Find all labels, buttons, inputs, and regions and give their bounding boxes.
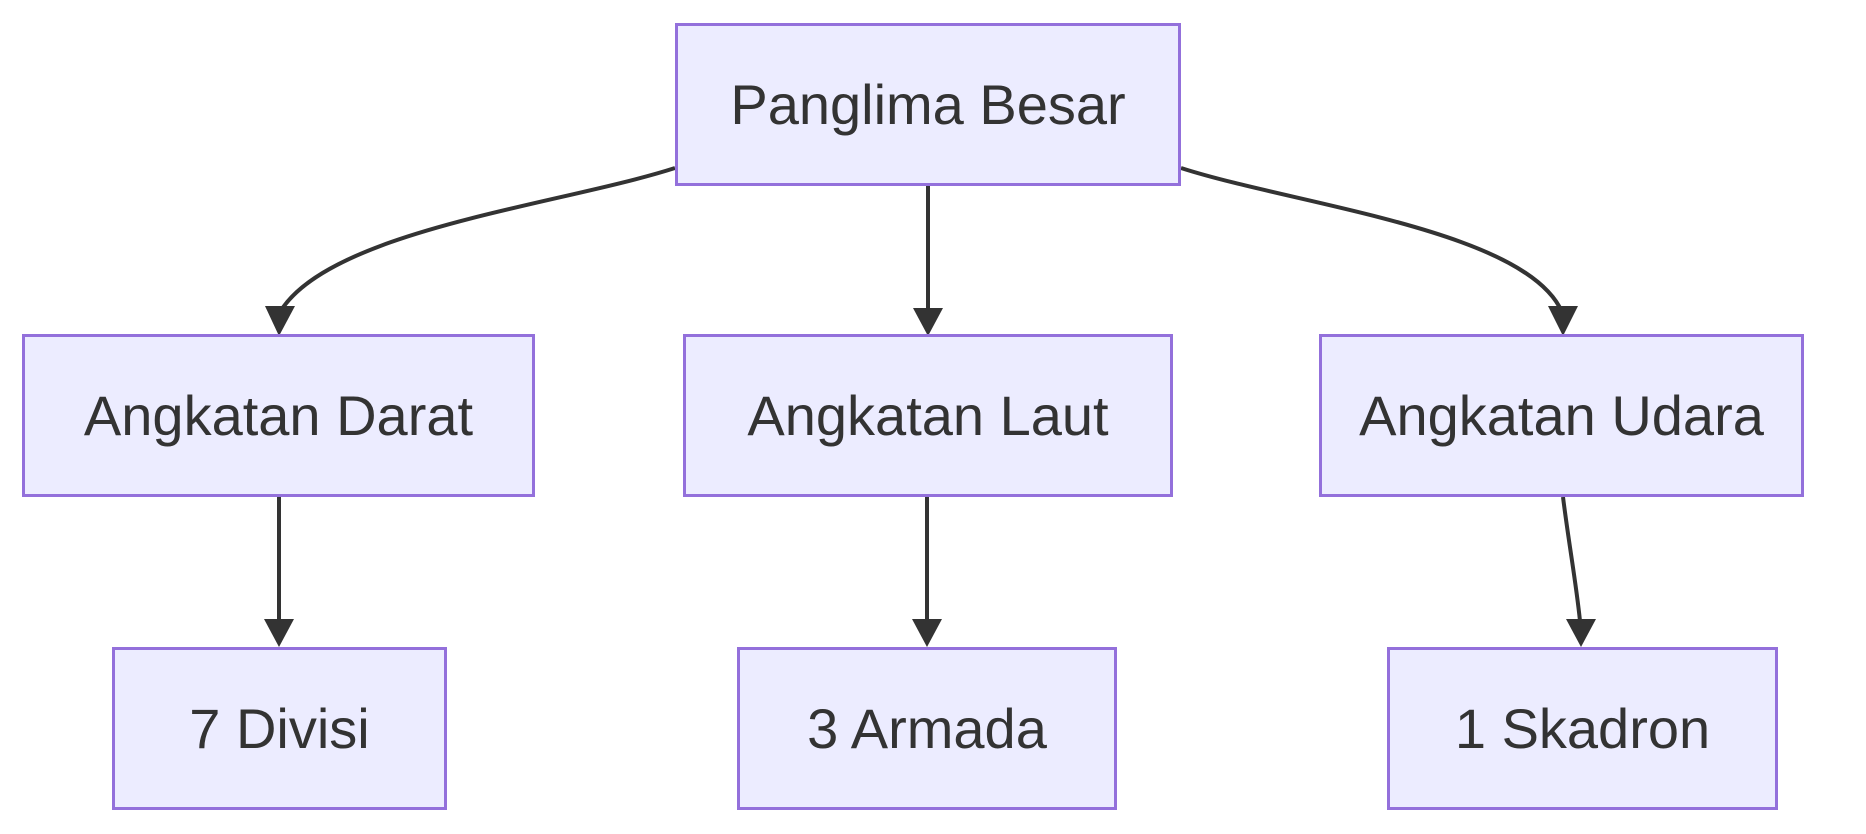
edge-udara-to-skadron [1561,496,1596,647]
node-label: Panglima Besar [730,73,1126,136]
node-label: Angkatan Darat [83,384,474,447]
arrowhead-armada [912,619,942,647]
arrowhead-darat [265,306,295,336]
edge-root-to-udara [1180,166,1578,336]
arrowhead-laut [913,308,943,336]
arrowhead-skadron [1566,619,1596,647]
node-angkatan-laut: Angkatan Laut [683,334,1173,497]
node-label: 1 Skadron [1454,697,1711,760]
edge-darat-to-divisi [264,497,294,647]
node-angkatan-darat: Angkatan Darat [22,334,535,497]
node-3-armada: 3 Armada [737,647,1117,810]
node-panglima-besar: Panglima Besar [675,23,1181,186]
node-label: Angkatan Udara [1359,384,1764,447]
arrowhead-divisi [264,619,294,647]
edge-root-to-laut [913,186,943,336]
edge-laut-to-armada [912,497,942,647]
node-label: 7 Divisi [189,697,370,760]
edge-root-to-darat [265,166,676,336]
node-label: 3 Armada [807,697,1047,760]
node-1-skadron: 1 Skadron [1387,647,1778,810]
node-label: Angkatan Laut [747,384,1109,447]
node-angkatan-udara: Angkatan Udara [1319,334,1804,497]
arrowhead-udara [1548,306,1578,336]
node-7-divisi: 7 Divisi [112,647,447,810]
